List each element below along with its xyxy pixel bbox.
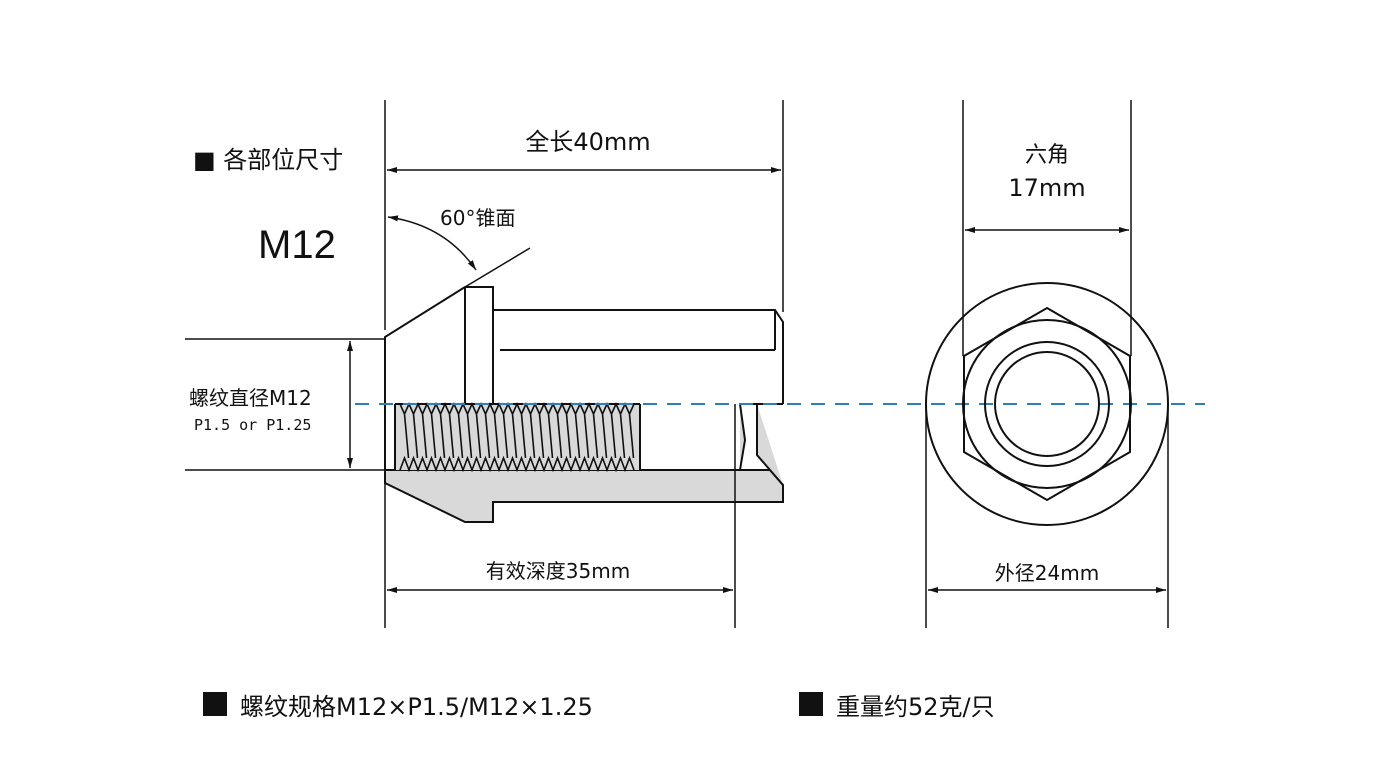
thread-pitch-label: P1.5 or P1.25 xyxy=(194,416,311,434)
hex-size-label: 17mm xyxy=(1008,174,1085,202)
section-fill xyxy=(384,469,784,523)
weight-label: 重量约52克/只 xyxy=(836,693,995,721)
side-view xyxy=(384,286,784,523)
effective-depth-label: 有效深度35mm xyxy=(486,559,630,583)
hex-size-dimension: 六角 17mm xyxy=(962,100,1132,356)
bore-outer-circle xyxy=(984,341,1110,467)
size-label: M12 xyxy=(258,223,336,267)
effective-depth-dimension: 有效深度35mm xyxy=(384,404,736,628)
bore-end xyxy=(739,403,784,486)
outer-diameter-dimension: 外径24mm xyxy=(925,404,1169,628)
cone-angle-label: 60°锥面 xyxy=(440,206,515,230)
weight-bullet xyxy=(799,692,823,716)
nut-outline xyxy=(384,286,784,470)
hex-label: 六角 xyxy=(1025,143,1069,168)
section-label: ■ 各部位尺寸 xyxy=(193,146,343,174)
total-length-dimension: 全长40mm xyxy=(384,100,784,330)
outer-diameter-label: 外径24mm xyxy=(995,561,1099,585)
thread-spec-bullet xyxy=(203,692,227,716)
hex-outline xyxy=(963,306,1131,502)
total-length-label: 全长40mm xyxy=(525,128,650,156)
cone-angle-dimension: 60°锥面 xyxy=(387,206,531,288)
thread-spec-label: 螺纹规格M12×P1.5/M12×1.25 xyxy=(240,693,593,721)
thread-diameter-label: 螺纹直径M12 xyxy=(189,386,312,410)
thread-bore-fill xyxy=(395,404,640,470)
thread-diameter-dimension: 螺纹直径M12 P1.5 or P1.25 xyxy=(185,338,385,471)
bore-inner-circle xyxy=(994,351,1100,457)
